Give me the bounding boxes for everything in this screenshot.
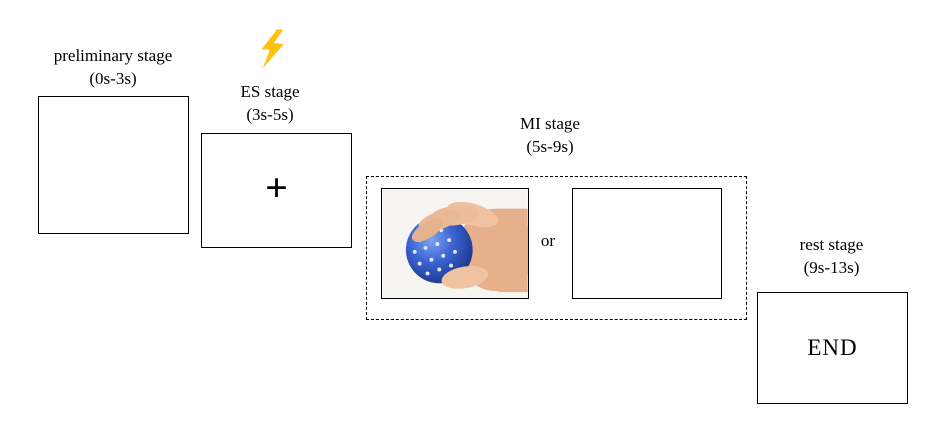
stage-time: (5s-9s) bbox=[526, 137, 574, 157]
es-stage-box: + bbox=[201, 133, 352, 248]
rest-stage-box: END bbox=[757, 292, 908, 404]
hand-squeezing-ball-image bbox=[381, 188, 529, 299]
es-stage-label: ES stage (3s-5s) bbox=[210, 80, 330, 127]
stage-name: rest stage bbox=[799, 235, 864, 254]
stage-time: (9s-13s) bbox=[803, 258, 860, 278]
lightning-bolt-icon bbox=[261, 29, 284, 69]
hand-ball-illustration bbox=[382, 189, 528, 298]
stage-time: (3s-5s) bbox=[246, 105, 294, 125]
preliminary-stage-box bbox=[38, 96, 189, 234]
stage-name: ES stage bbox=[240, 82, 300, 101]
stage-time: (0s-3s) bbox=[89, 69, 137, 89]
preliminary-stage-label: preliminary stage (0s-3s) bbox=[30, 44, 196, 91]
rest-stage-label: rest stage (9s-13s) bbox=[769, 233, 894, 280]
stage-name: preliminary stage bbox=[53, 46, 173, 65]
or-text: or bbox=[540, 231, 556, 250]
end-text: END bbox=[807, 335, 858, 360]
mi-stage-empty-box bbox=[572, 188, 722, 299]
fixation-cross: + bbox=[265, 164, 288, 210]
stage-name: MI stage bbox=[520, 114, 580, 133]
mi-stage-label: MI stage (5s-9s) bbox=[480, 112, 620, 159]
